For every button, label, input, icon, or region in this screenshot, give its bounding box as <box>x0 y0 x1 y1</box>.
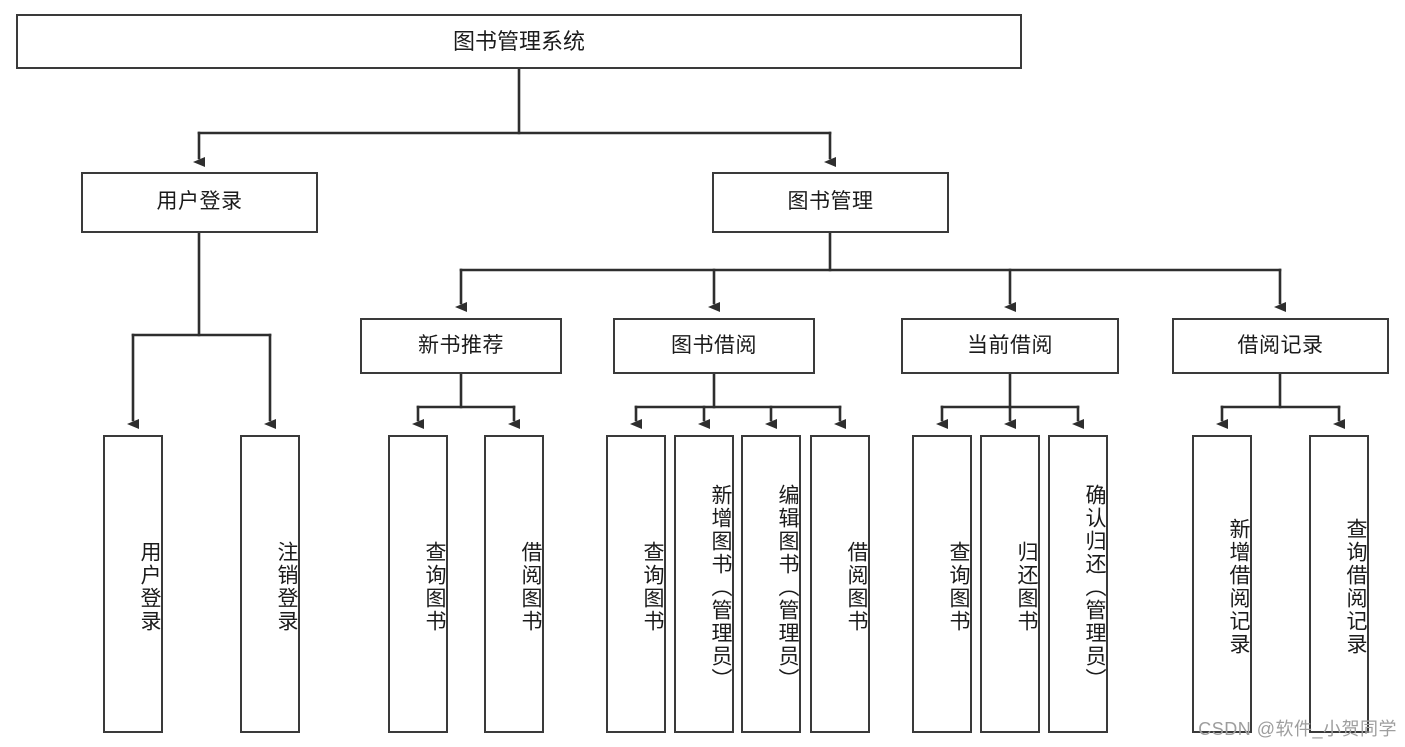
node-label: 注销登录 <box>275 541 298 633</box>
node-leaf-borrow-book-2[interactable]: 借阅图书 <box>810 435 870 733</box>
node-label: 借阅图书 <box>845 541 868 633</box>
node-label: 归还图书 <box>1015 541 1038 633</box>
node-label: 查询借阅记录 <box>1344 518 1367 656</box>
csdn-watermark: CSDN @软件_小贺同学 <box>1198 719 1397 739</box>
node-borrow-record[interactable]: 借阅记录 <box>1172 318 1389 374</box>
node-book-borrow[interactable]: 图书借阅 <box>613 318 815 374</box>
node-label: 图书借阅 <box>671 333 757 357</box>
node-label: 当前借阅 <box>967 333 1053 357</box>
node-leaf-edit-book[interactable]: 编辑图书（管理员） <box>741 435 801 733</box>
node-leaf-query-record[interactable]: 查询借阅记录 <box>1309 435 1369 733</box>
node-leaf-borrow-book-1[interactable]: 借阅图书 <box>484 435 544 733</box>
node-leaf-user-login[interactable]: 用户登录 <box>103 435 163 733</box>
connector-group-book-manage <box>455 232 1286 312</box>
node-user-login[interactable]: 用户登录 <box>81 172 318 233</box>
node-book-manage[interactable]: 图书管理 <box>712 172 949 233</box>
node-leaf-query-book-3[interactable]: 查询图书 <box>912 435 972 733</box>
node-new-book-recommend[interactable]: 新书推荐 <box>360 318 562 374</box>
node-leaf-query-book-2[interactable]: 查询图书 <box>606 435 666 733</box>
node-leaf-return-book[interactable]: 归还图书 <box>980 435 1040 733</box>
node-label: 新增图书（管理员） <box>709 483 732 691</box>
node-label: 新书推荐 <box>418 333 504 357</box>
connector-group-user-login <box>127 232 276 429</box>
node-label: 新增借阅记录 <box>1227 518 1250 656</box>
node-label: 查询图书 <box>423 541 446 633</box>
node-label: 借阅记录 <box>1237 333 1324 357</box>
node-label: 确认归还（管理员） <box>1083 483 1106 691</box>
node-leaf-add-book[interactable]: 新增图书（管理员） <box>674 435 734 733</box>
connector-group-new-book-recommend <box>412 373 520 429</box>
node-label: 编辑图书（管理员） <box>776 483 799 691</box>
node-current-borrow[interactable]: 当前借阅 <box>901 318 1119 374</box>
connector-group-book-borrow <box>630 373 846 429</box>
node-label: 图书管理 <box>787 190 874 214</box>
node-label: 查询图书 <box>947 541 970 633</box>
node-label: 图书管理系统 <box>452 28 585 54</box>
node-label: 查询图书 <box>641 541 664 633</box>
node-root-system[interactable]: 图书管理系统 <box>16 14 1022 69</box>
connector-group-root <box>193 67 836 167</box>
node-label: 借阅图书 <box>519 541 542 633</box>
connector-group-borrow-record <box>1216 373 1345 429</box>
node-label: 用户登录 <box>138 541 161 633</box>
node-leaf-query-book-1[interactable]: 查询图书 <box>388 435 448 733</box>
node-label: 用户登录 <box>156 190 243 214</box>
node-leaf-add-record[interactable]: 新增借阅记录 <box>1192 435 1252 733</box>
connector-group-current-borrow <box>936 373 1084 429</box>
node-leaf-logout-login[interactable]: 注销登录 <box>240 435 300 733</box>
node-leaf-confirm-return[interactable]: 确认归还（管理员） <box>1048 435 1108 733</box>
